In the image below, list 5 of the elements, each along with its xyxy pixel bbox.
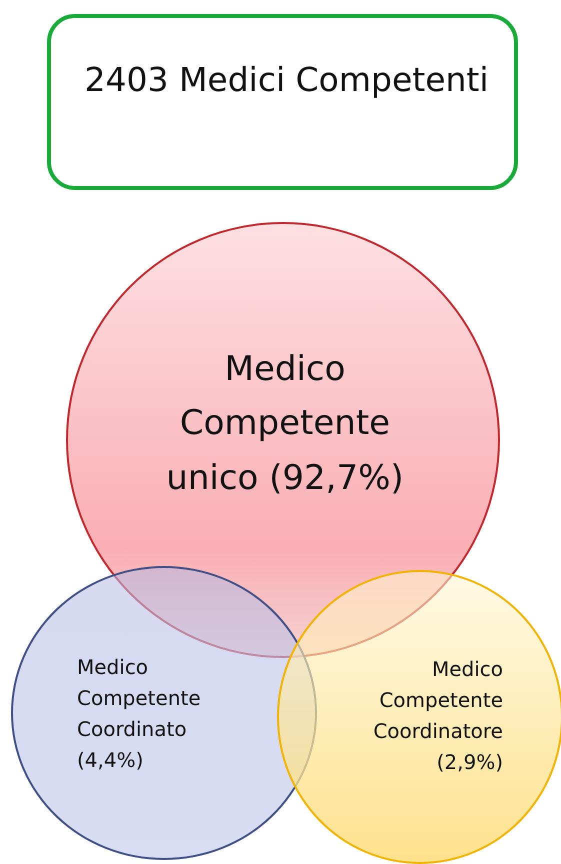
circle-label: Medico Competente Coordinatore (2,9%)	[372, 656, 503, 776]
title-text: 2403 Medici Competenti	[83, 59, 490, 101]
circle-label: Medico Competente unico (92,7%)	[165, 348, 405, 500]
circle-label: Medico Competente Coordinato (4,4%)	[77, 654, 202, 774]
title-box	[47, 14, 518, 190]
